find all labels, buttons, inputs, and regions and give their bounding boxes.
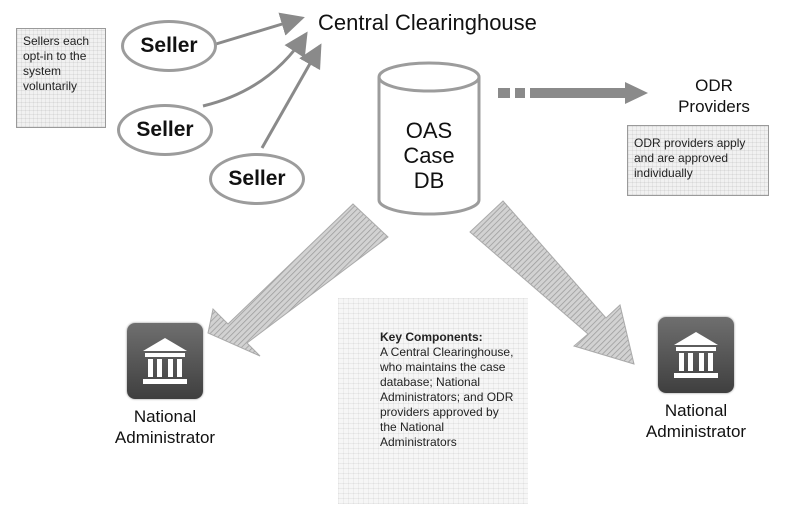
right-admin-arrow xyxy=(469,200,635,365)
key-components-heading: Key Components: xyxy=(380,330,483,344)
odr-arrow xyxy=(530,82,648,104)
seller2-arrow xyxy=(202,31,308,108)
seller1-arrow xyxy=(215,12,305,46)
odr-arrow-dash1 xyxy=(498,88,510,98)
left-admin-arrow xyxy=(207,203,389,357)
bank-building-icon xyxy=(658,317,734,393)
national-administrator-left-label: National Administrator xyxy=(105,406,225,448)
seller-node-2: Seller xyxy=(117,104,213,156)
admin-left-line2: Administrator xyxy=(114,428,216,447)
seller-node-1: Seller xyxy=(121,20,217,72)
admin-right-line1: National xyxy=(664,401,728,420)
odr-providers-label: ODR Providers xyxy=(664,75,764,117)
database-label-line2: Case xyxy=(403,143,455,168)
odr-arrow-dash2 xyxy=(515,88,525,98)
odr-label-line2: Providers xyxy=(678,97,750,116)
central-clearinghouse-title: Central Clearinghouse xyxy=(318,10,537,35)
odr-label-line1: ODR xyxy=(695,76,733,95)
admin-left-line1: National xyxy=(133,407,197,426)
database-icon xyxy=(377,61,481,216)
database-label-line1: OAS xyxy=(405,118,453,143)
admin-right-line2: Administrator xyxy=(645,422,747,441)
seller3-arrow xyxy=(260,43,322,149)
sellers-note: Sellers each opt-in to the system volunt… xyxy=(16,28,106,128)
seller-node-3: Seller xyxy=(209,153,305,205)
key-components-box: Key Components: A Central Clearinghouse,… xyxy=(338,298,528,504)
odr-note: ODR providers apply and are approved ind… xyxy=(627,125,769,196)
key-components-text: A Central Clearinghouse, who maintains t… xyxy=(380,345,514,449)
database-label: OAS Case DB xyxy=(379,118,479,193)
bank-building-icon xyxy=(127,323,203,399)
database-label-line3: DB xyxy=(413,168,445,193)
national-administrator-right-label: National Administrator xyxy=(636,400,756,442)
